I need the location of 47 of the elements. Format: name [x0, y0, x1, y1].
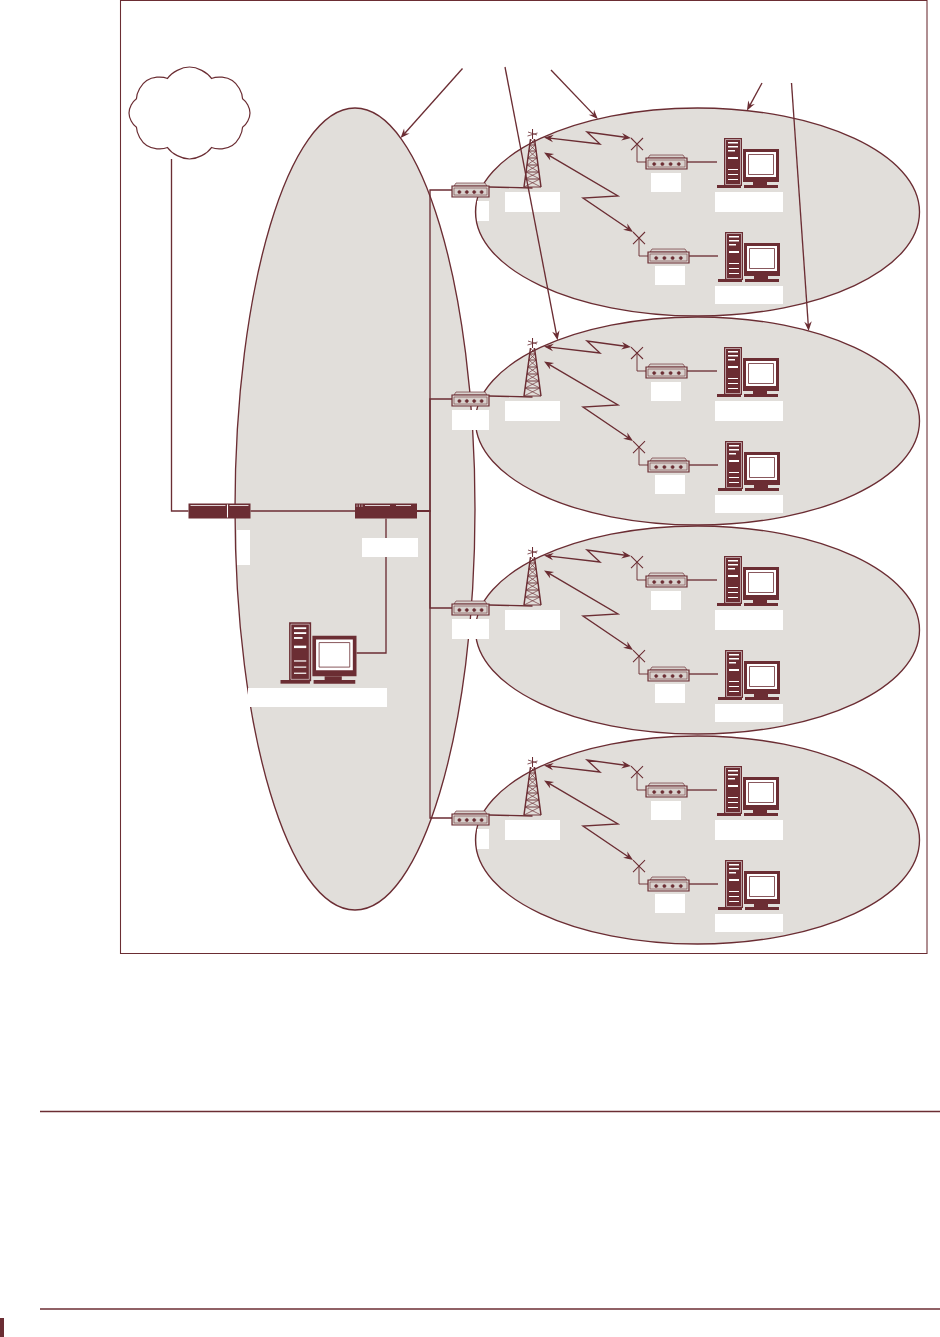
network-device-icon	[632, 231, 690, 264]
connector-line	[688, 673, 719, 675]
rack-unit	[188, 503, 251, 519]
network-device-icon	[451, 810, 490, 826]
connector-line	[488, 186, 534, 189]
computer-icon	[718, 860, 780, 910]
connector-line	[688, 464, 719, 466]
connector-line	[488, 395, 534, 398]
wireless-link-arrow	[544, 361, 633, 441]
radio-tower-icon	[523, 546, 542, 606]
radio-tower-icon	[523, 337, 542, 397]
computer-icon	[718, 650, 780, 700]
connector-line	[688, 255, 719, 257]
network-device-icon	[630, 555, 688, 588]
computer-icon	[718, 441, 780, 491]
radio-tower-icon	[523, 756, 542, 816]
connector-line	[249, 510, 356, 512]
computer-icon	[280, 622, 357, 684]
connector-line	[686, 789, 718, 791]
connector-line	[686, 579, 718, 581]
network-device-icon	[451, 600, 490, 616]
network-device-icon	[632, 649, 690, 682]
computer-icon	[717, 347, 779, 397]
connector-line	[170, 158, 190, 512]
computer-icon	[717, 138, 779, 188]
connector-line	[686, 161, 718, 163]
computer-icon	[717, 556, 779, 606]
network-device-icon	[630, 765, 688, 798]
connector-line	[488, 814, 534, 817]
wireless-link-arrow	[544, 152, 633, 232]
wireless-link-arrow	[544, 780, 633, 860]
network-device-icon	[451, 182, 490, 198]
network-device-icon	[632, 859, 690, 892]
network-device-icon	[451, 391, 490, 407]
cloud	[128, 66, 251, 160]
connector-line	[688, 883, 719, 885]
network-device-icon	[630, 137, 688, 170]
connector-line	[488, 604, 534, 607]
wireless-link-arrow	[544, 570, 633, 650]
computer-icon	[717, 766, 779, 816]
connector-line	[686, 370, 718, 372]
connector-line	[416, 510, 453, 819]
computer-icon	[718, 232, 780, 282]
connector-line	[355, 517, 387, 654]
network-device-icon	[630, 346, 688, 379]
network-device-icon	[632, 440, 690, 473]
radio-tower-icon	[523, 128, 542, 188]
